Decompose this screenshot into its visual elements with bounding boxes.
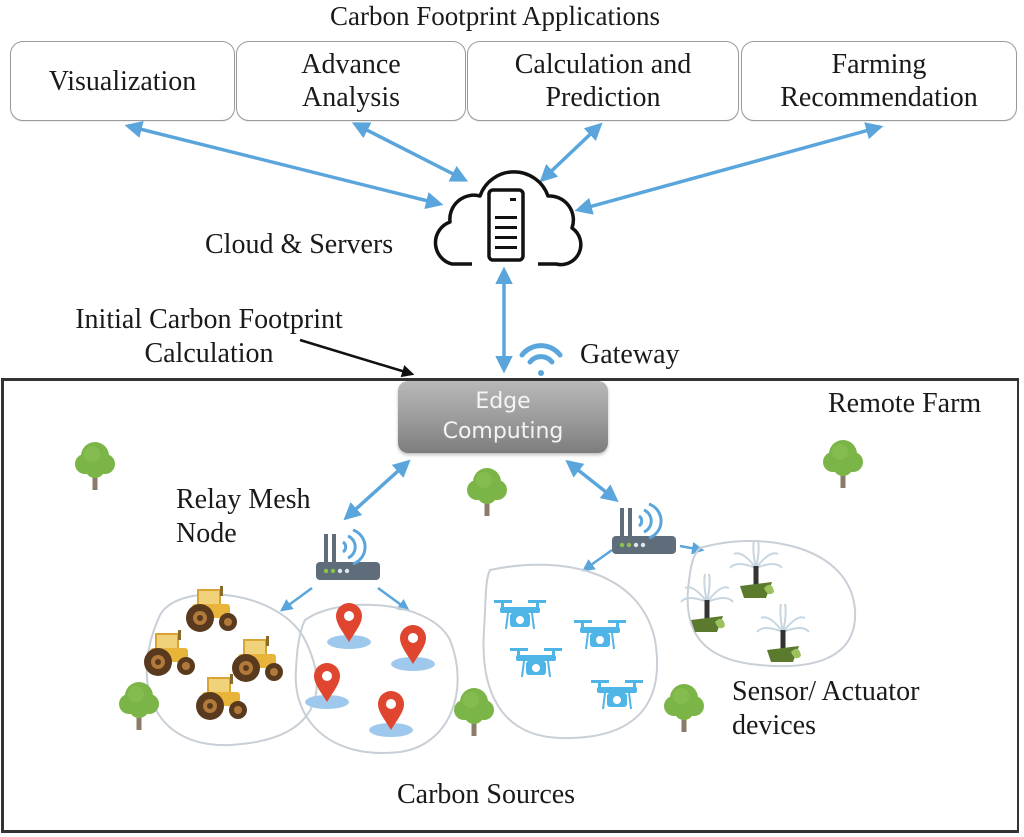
edge-line1: Edge xyxy=(475,389,531,414)
location-pin-icon xyxy=(391,625,435,671)
arrow-edge-relay-right xyxy=(565,459,619,503)
arrow-relay-tractors xyxy=(279,586,313,612)
sensor-line2: devices xyxy=(732,710,816,741)
drone-icon xyxy=(509,647,563,678)
remote-farm-label: Remote Farm xyxy=(828,388,982,419)
location-pin-icon xyxy=(327,603,371,649)
relay-router-left-icon xyxy=(314,528,382,582)
arrow-prediction-cloud xyxy=(539,122,603,183)
edge-line2: Computing xyxy=(442,419,564,444)
drone-group-outline xyxy=(482,563,659,740)
arrow-relay-pins xyxy=(377,586,411,612)
drone-icon xyxy=(573,619,627,650)
relay-mesh-node-label: Relay Mesh Node xyxy=(176,483,311,551)
app-box-visualization: Visualization xyxy=(10,41,235,121)
diagram-title: Carbon Footprint Applications xyxy=(330,1,660,31)
remote-farm-boundary xyxy=(1,378,1019,833)
gateway-label: Gateway xyxy=(580,339,680,370)
app-label: Farming Recommendation xyxy=(780,49,978,113)
initial-calc-label: Initial Carbon Footprint Calculation xyxy=(54,303,364,371)
initial-calc-line2: Calculation xyxy=(144,338,274,369)
tractor-icon xyxy=(185,585,238,633)
carbon-sources-label: Carbon Sources xyxy=(397,779,576,810)
drone-icon xyxy=(493,599,547,630)
arrow-initial-calc xyxy=(299,338,415,378)
app-label: Advance Analysis xyxy=(301,49,401,113)
sensor-line1: Sensor/ Actuator xyxy=(732,676,920,707)
app-box-calculation-prediction: Calculation and Prediction xyxy=(467,41,739,121)
sensor-group-outline xyxy=(686,539,857,668)
cloud-server-icon xyxy=(433,170,583,267)
tree-icon xyxy=(823,440,863,488)
relay-line2: Node xyxy=(176,518,237,549)
app-cloud-arrows xyxy=(124,120,884,612)
edge-computing-box: Edge Computing xyxy=(398,381,608,453)
tree-icon xyxy=(75,442,115,490)
pin-group-outline xyxy=(294,603,459,754)
tree-icon xyxy=(467,468,507,516)
cloud-servers-label: Cloud & Servers xyxy=(205,229,394,260)
app-label: Calculation and Prediction xyxy=(514,49,692,113)
relay-router-right-icon xyxy=(610,502,678,556)
app-label: Visualization xyxy=(48,65,197,97)
location-pin-icon xyxy=(305,663,349,709)
tractor-icon xyxy=(195,673,248,721)
app-box-advance-analysis: Advance Analysis xyxy=(236,41,466,121)
initial-calc-line1: Initial Carbon Footprint xyxy=(75,304,343,335)
sensor-actuator-label: Sensor/ Actuator devices xyxy=(732,675,919,743)
arrow-relay-drones xyxy=(581,548,613,572)
arrow-edge-relay-left xyxy=(343,459,411,521)
location-pin-icon xyxy=(369,691,413,737)
arrow-analysis-cloud xyxy=(351,122,469,182)
app-box-farming-recommendation: Farming Recommendation xyxy=(741,41,1017,121)
tree-icon xyxy=(454,688,494,736)
tractor-icon xyxy=(231,635,284,683)
tree-icon xyxy=(664,684,704,732)
arrow-visualization-cloud xyxy=(124,120,444,210)
sprinkler-icon xyxy=(729,539,783,599)
relay-line1: Relay Mesh xyxy=(176,484,311,515)
tree-icon xyxy=(119,682,159,730)
sprinkler-icon xyxy=(756,603,810,663)
gateway-wifi-icon xyxy=(519,343,563,376)
drone-icon xyxy=(590,679,644,710)
arrow-recommendation-cloud xyxy=(574,122,884,215)
